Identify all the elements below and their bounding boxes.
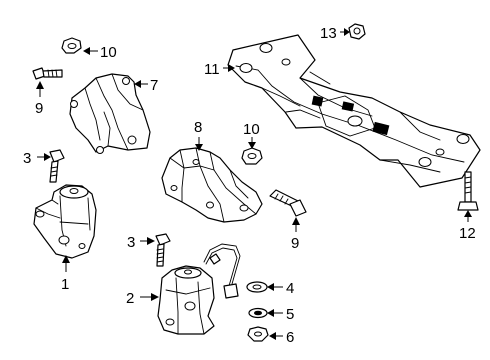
bolt-3-upper	[49, 149, 65, 183]
callout-7: 7	[150, 77, 158, 94]
callout-4: 4	[286, 280, 294, 297]
stud-12	[457, 171, 479, 211]
callout-12: 12	[459, 225, 476, 242]
bolt-3-lower	[155, 233, 171, 267]
leader-3-lower	[140, 237, 155, 245]
leader-9-lower	[292, 217, 300, 232]
callout-9-upper: 9	[35, 100, 43, 117]
leader-12	[464, 210, 472, 222]
bolt-9-lower	[269, 189, 307, 217]
bolt-9-upper	[32, 67, 63, 80]
nut-10-upper	[61, 37, 82, 54]
callout-6: 6	[286, 329, 294, 346]
crossmember	[227, 34, 481, 188]
leader-5	[267, 309, 283, 317]
leader-3-upper	[37, 153, 51, 161]
callout-13: 13	[320, 25, 337, 42]
leader-9-upper	[36, 81, 44, 97]
mount-bracket-8	[161, 147, 263, 223]
leader-4	[267, 283, 283, 291]
leader-10-upper	[83, 47, 98, 55]
leader-7	[134, 80, 148, 88]
leader-10-lower	[248, 137, 256, 149]
callout-1: 1	[61, 276, 69, 293]
leader-13	[340, 28, 350, 36]
leader-2	[140, 293, 159, 301]
callout-9-lower: 9	[291, 235, 299, 252]
engine-mount-1	[33, 184, 97, 259]
washer-5	[248, 307, 268, 319]
leader-6	[269, 332, 283, 340]
nut-6	[247, 326, 269, 342]
leader-11	[223, 64, 235, 72]
callout-10-upper: 10	[100, 44, 117, 61]
washer-4	[246, 281, 268, 293]
nut-13	[348, 23, 366, 40]
callout-10-lower: 10	[243, 121, 260, 138]
callout-3-upper: 3	[23, 150, 31, 167]
engine-mount-2	[157, 243, 241, 335]
callout-3-lower: 3	[127, 234, 135, 251]
leader-8	[195, 137, 203, 151]
callout-5: 5	[286, 306, 294, 323]
bracket-7	[69, 73, 151, 154]
leader-1	[62, 255, 70, 272]
callout-8: 8	[194, 119, 202, 136]
callout-2: 2	[126, 290, 134, 307]
nut-10-lower	[241, 147, 263, 165]
callout-11: 11	[204, 61, 220, 78]
